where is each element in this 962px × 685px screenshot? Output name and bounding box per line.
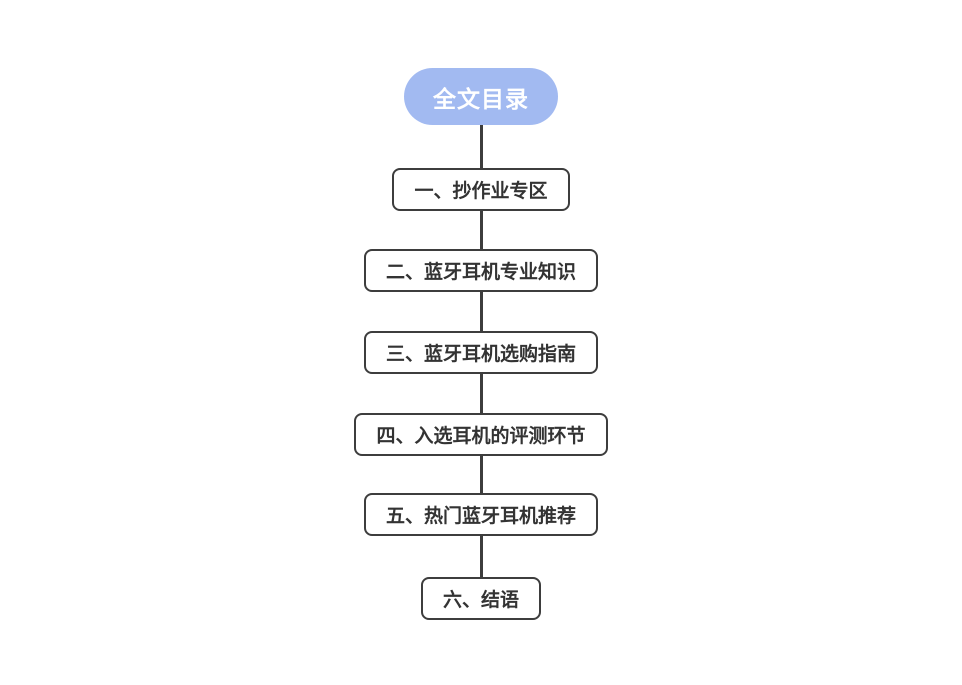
flowchart-node-3: 三、蓝牙耳机选购指南 — [363, 331, 598, 374]
flowchart-node-4: 四、入选耳机的评测环节 — [354, 413, 608, 456]
connector-line — [479, 374, 483, 413]
flowchart-node-5: 五、热门蓝牙耳机推荐 — [363, 493, 598, 536]
node-label: 一、抄作业专区 — [414, 181, 548, 202]
node-label: 二、蓝牙耳机专业知识 — [385, 262, 576, 283]
root-node-label: 全文目录 — [433, 85, 529, 112]
node-label: 四、入选耳机的评测环节 — [376, 426, 586, 447]
node-label: 六、结语 — [442, 590, 519, 611]
connector-line — [479, 125, 483, 168]
flowchart-node-2: 二、蓝牙耳机专业知识 — [363, 249, 598, 292]
connector-line — [479, 456, 483, 493]
node-label: 五、热门蓝牙耳机推荐 — [385, 506, 576, 527]
flowchart-root-node: 全文目录 — [404, 68, 558, 125]
flowchart-node-6: 六、结语 — [420, 577, 541, 620]
node-label: 三、蓝牙耳机选购指南 — [385, 344, 576, 365]
connector-line — [479, 292, 483, 331]
connector-line — [479, 211, 483, 249]
connector-line — [479, 536, 483, 577]
flowchart-node-1: 一、抄作业专区 — [392, 168, 570, 211]
